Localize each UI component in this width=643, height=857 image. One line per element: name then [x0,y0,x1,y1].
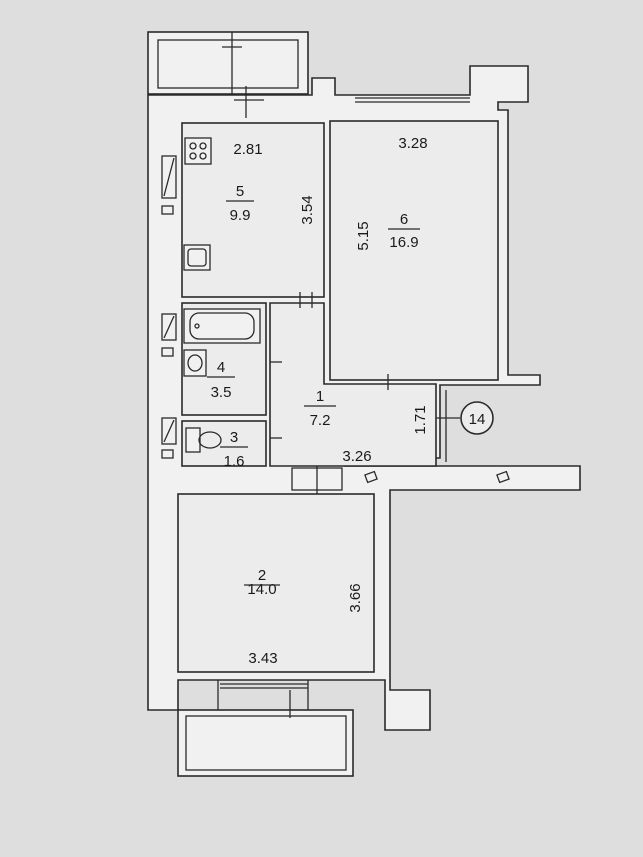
dimension-label: 5.15 [355,221,372,250]
room-number-1: 1 [316,388,324,405]
riser-icons [161,155,177,459]
room-number-5: 5 [236,183,244,200]
room-area-4: 3.5 [211,384,232,401]
room-number-3: 3 [230,429,238,446]
stove-icon [184,137,212,165]
toilet-icon [185,427,222,453]
dimension-label: 3.26 [342,448,371,465]
dimension-label: 3.66 [347,583,364,612]
dimension-label: 1.71 [412,405,429,434]
room-6-bedroom [329,120,499,381]
bottom-balcony [177,680,354,777]
room-number-2: 2 [258,567,266,584]
wash-basin-icon [183,349,207,377]
top-balcony [147,31,309,118]
marker-label: 14 [469,411,486,428]
room-number-6: 6 [400,211,408,228]
door-marks [270,292,460,462]
dimension-label: 3.54 [299,195,316,224]
kitchen-sink-icon [183,244,211,271]
room-2-living [177,493,375,673]
dimension-label: 2.81 [233,141,262,158]
room-number-4: 4 [217,359,225,376]
room-area-3: 1.6 [224,453,245,470]
room-area-5: 9.9 [230,207,251,224]
corridor-strip [291,455,510,508]
bathtub-icon [183,308,261,344]
room-area-1: 7.2 [310,412,331,429]
windows [220,97,470,689]
dimension-label: 3.43 [248,650,277,667]
room-area-2: 14.0 [247,581,276,598]
marker-circle [460,401,494,435]
room-1-hall [269,302,437,467]
dimension-label: 3.28 [398,135,427,152]
room-area-6: 16.9 [389,234,418,251]
